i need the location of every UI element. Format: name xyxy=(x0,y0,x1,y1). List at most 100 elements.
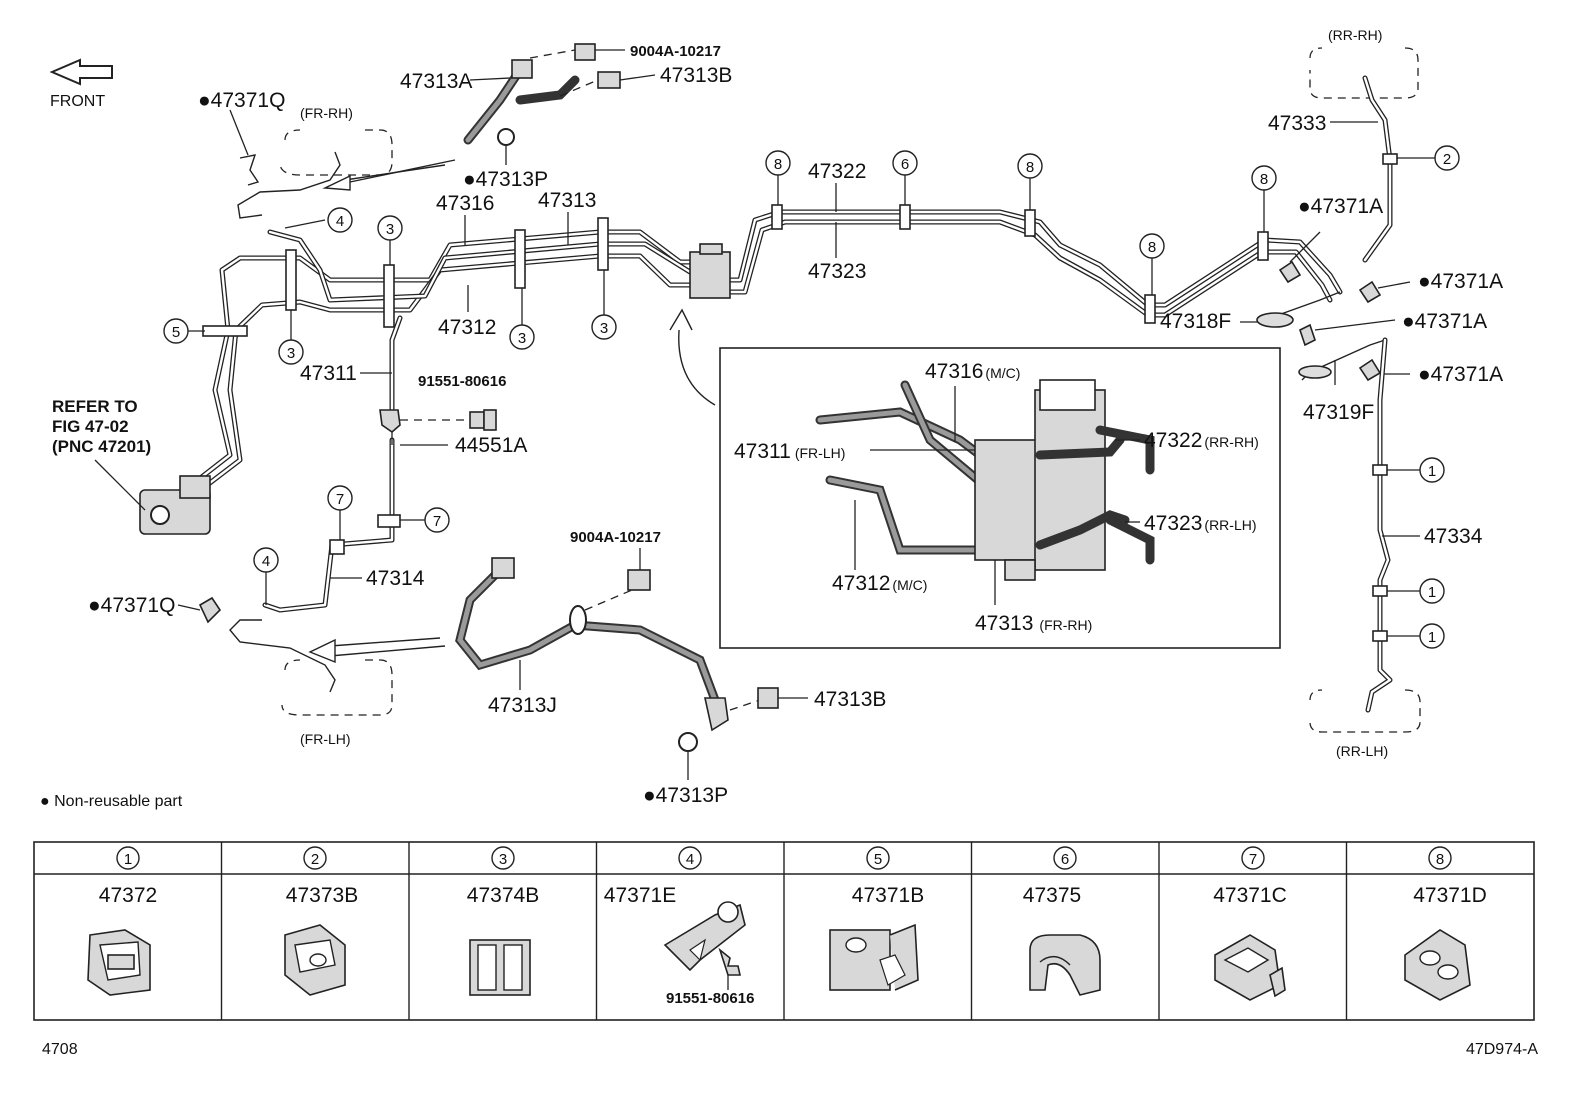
refer-to-text-1: REFER TO xyxy=(52,397,138,416)
label-47333: 47333 xyxy=(1268,112,1326,135)
svg-text:4: 4 xyxy=(336,213,344,230)
svg-text:3: 3 xyxy=(499,851,507,868)
legend-non-reusable: ● Non-reusable part xyxy=(40,793,183,810)
inset-label-47313: 47313(FR-RH) xyxy=(975,612,1092,635)
fr-lh-detail xyxy=(177,596,446,716)
inset-label-47323: 47323(RR-LH) xyxy=(1144,512,1257,535)
callout-6: 6 xyxy=(892,150,918,205)
label-44551a: 44551A xyxy=(455,434,527,457)
callout-1-b: 1 xyxy=(1380,578,1445,604)
label-rr-lh: (RR-LH) xyxy=(1336,743,1388,759)
svg-text:8: 8 xyxy=(1148,239,1156,256)
clip-47373b-icon xyxy=(284,924,346,996)
front-label: FRONT xyxy=(50,93,105,110)
master-cylinder xyxy=(94,459,211,535)
table-part-47374b: 47374B xyxy=(467,884,539,907)
table-part-47371d: 47371D xyxy=(1413,884,1487,907)
junction-block xyxy=(689,243,731,299)
label-47371a-2: ●47371A xyxy=(1418,270,1503,293)
label-47323: 47323 xyxy=(808,260,866,283)
label-fr-lh: (FR-LH) xyxy=(300,731,351,747)
table-part-47373b: 47373B xyxy=(286,884,358,907)
clip-47374b-icon xyxy=(469,939,531,996)
table-part-47372: 47372 xyxy=(99,884,157,907)
svg-text:6: 6 xyxy=(901,156,909,173)
label-rr-rh: (RR-RH) xyxy=(1328,27,1382,43)
hose-47313a xyxy=(463,43,656,146)
svg-text:8: 8 xyxy=(1026,159,1034,176)
svg-text:1: 1 xyxy=(1428,463,1436,480)
label-9004a-top: 9004A-10217 xyxy=(630,43,721,60)
svg-text:1: 1 xyxy=(1428,584,1436,601)
label-47313a: 47313A xyxy=(400,70,472,93)
line-clamps xyxy=(202,204,1269,555)
svg-text:3: 3 xyxy=(600,320,608,337)
main-brake-lines xyxy=(182,209,1343,613)
label-47322: 47322 xyxy=(808,160,866,183)
hose-47313j xyxy=(455,557,808,780)
label-47313b-top: 47313B xyxy=(660,64,732,87)
fr-rh-detail xyxy=(229,109,456,219)
clip-47372-icon xyxy=(87,929,151,996)
label-47313b-bot: 47313B xyxy=(814,688,886,711)
table-header-3: 3 xyxy=(491,846,515,870)
refer-to-text-3: (PNC 47201) xyxy=(52,437,151,456)
callout-8-d: 8 xyxy=(1251,165,1277,232)
label-47371a-4: ●47371A xyxy=(1418,363,1503,386)
callout-1-a: 1 xyxy=(1380,457,1445,483)
svg-text:8: 8 xyxy=(774,156,782,173)
label-47313p-bot: ●47313P xyxy=(643,784,728,807)
svg-text:3: 3 xyxy=(386,221,394,238)
svg-text:4: 4 xyxy=(686,851,694,868)
callout-7-b: 7 xyxy=(327,485,353,540)
table-header-1: 1 xyxy=(116,846,140,870)
callout-2: 2 xyxy=(1395,145,1460,171)
callout-3-d: 3 xyxy=(591,270,617,340)
callout-5: 5 xyxy=(163,318,205,344)
label-47319f: 47319F xyxy=(1303,401,1374,424)
label-47312: 47312 xyxy=(438,316,496,339)
callout-3-c: 3 xyxy=(509,288,535,350)
table-header-4: 4 xyxy=(678,846,702,870)
clip-47371c-icon xyxy=(1214,934,1286,1001)
callout-7-a: 7 xyxy=(400,507,450,533)
table-part-47371e: 47371E xyxy=(604,884,676,907)
parts-table: 1 2 3 4 5 6 7 8 47372 47373B 47374B 4737… xyxy=(33,841,1535,1021)
svg-text:8: 8 xyxy=(1436,851,1444,868)
clip-47371b-icon xyxy=(829,923,919,991)
footer-left: 4708 xyxy=(42,1041,78,1058)
svg-text:7: 7 xyxy=(336,491,344,508)
callout-8-b: 8 xyxy=(1017,153,1043,210)
svg-text:8: 8 xyxy=(1260,171,1268,188)
inset-label-47312: 47312(M/C) xyxy=(832,572,927,595)
clip-47371e-icon xyxy=(663,901,746,990)
svg-text:5: 5 xyxy=(874,851,882,868)
table-header-5: 5 xyxy=(866,846,890,870)
callout-4-bot: 4 xyxy=(253,547,279,605)
label-47316: 47316 xyxy=(436,192,494,215)
label-fr-rh: (FR-RH) xyxy=(300,105,353,121)
svg-text:7: 7 xyxy=(1249,851,1257,868)
label-47313: 47313 xyxy=(538,189,596,212)
inset-label-47316: 47316(M/C) xyxy=(925,360,1020,383)
callout-1-c: 1 xyxy=(1380,623,1445,649)
table-header-6: 6 xyxy=(1053,846,1077,870)
callout-4-top: 4 xyxy=(284,207,353,233)
rear-left-section xyxy=(1309,337,1421,733)
label-47371q-bot: ●47371Q xyxy=(88,594,175,617)
bolt-44551a xyxy=(379,409,497,446)
svg-text:4: 4 xyxy=(262,553,270,570)
inset-label-47311: 47311(FR-LH) xyxy=(734,440,845,463)
label-9004a-bot: 9004A-10217 xyxy=(570,529,661,546)
table-part-91551-80616: 91551-80616 xyxy=(666,990,754,1007)
table-part-47371c: 47371C xyxy=(1213,884,1287,907)
table-part-47371b: 47371B xyxy=(852,884,924,907)
label-47313p-top: ●47313P xyxy=(463,168,548,191)
svg-text:2: 2 xyxy=(1443,151,1451,168)
table-header-8: 8 xyxy=(1428,846,1452,870)
svg-text:7: 7 xyxy=(433,513,441,530)
svg-text:6: 6 xyxy=(1061,851,1069,868)
clip-47371d-icon xyxy=(1404,929,1471,1001)
svg-text:3: 3 xyxy=(518,330,526,347)
